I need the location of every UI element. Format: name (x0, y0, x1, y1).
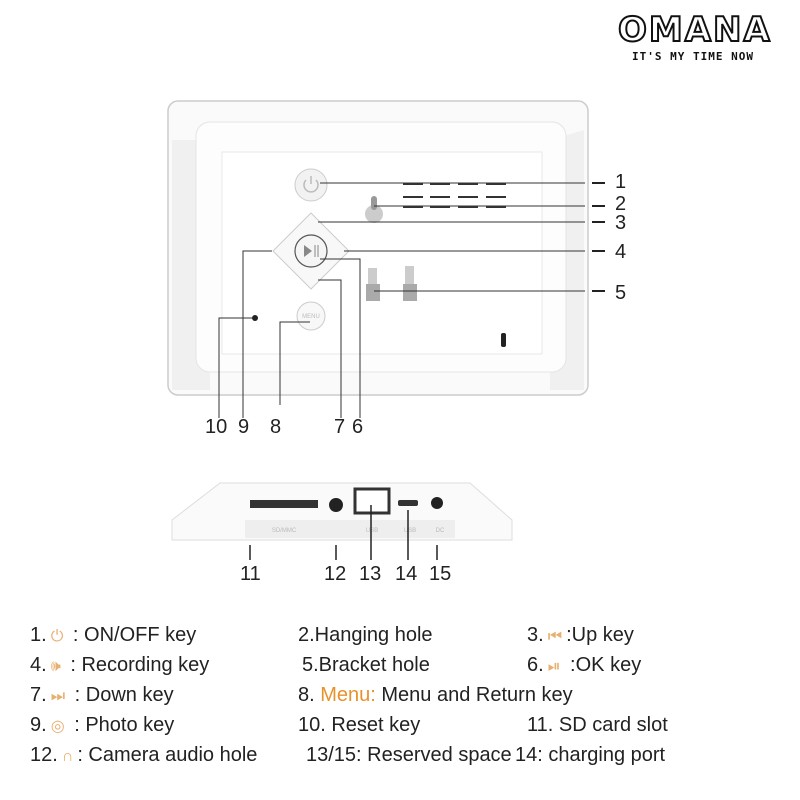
legend-label: 11. SD card slot (527, 714, 668, 736)
legend-label: 7. (30, 684, 47, 706)
photo-icon: ◎ (50, 718, 65, 735)
legend-text: Menu and Return key (375, 684, 573, 706)
usb2-print: USB (404, 528, 416, 534)
sd-print: SD/MMC (272, 528, 297, 534)
frame-side-view: SD/MMC USB USB DC (171, 482, 513, 560)
power-icon: ⏻ (50, 628, 64, 645)
dc-print: DC (436, 528, 445, 534)
callout-7: 7 (334, 416, 346, 438)
legend-item: 12.∩: Camera audio hole (30, 743, 257, 769)
power-button (294, 168, 328, 202)
menu-button (296, 301, 326, 331)
callout-10: 10 (205, 416, 228, 438)
legend-item: 7.⏭ : Down key (30, 683, 174, 709)
legend-item: 8. Menu: Menu and Return key (298, 683, 573, 707)
callout-8: 8 (270, 416, 282, 438)
legend-highlight: Menu: (320, 684, 376, 706)
legend-text: : ON/OFF key (67, 624, 197, 646)
menu-print: MENU (302, 314, 320, 320)
callout-9: 9 (238, 416, 250, 438)
callout-14: 14 (395, 563, 418, 585)
headphone-icon: ∩ (61, 748, 74, 765)
legend-label: 3. (527, 624, 544, 646)
callout-12: 12 (324, 563, 347, 585)
legend-item: 4.🕪 : Recording key (30, 653, 209, 679)
dc-jack (431, 497, 443, 509)
legend-item: 11. SD card slot (527, 713, 668, 737)
frame-back-view: MENU (167, 100, 605, 418)
usb-print: USB (366, 528, 378, 534)
callout-3: 3 (615, 212, 627, 234)
legend-label: 2.Hanging hole (298, 624, 433, 646)
legend-label: 12. (30, 744, 58, 766)
legend-label: 10. Reset key (298, 714, 421, 736)
callout-13: 13 (359, 563, 382, 585)
micro-usb-port (398, 500, 418, 506)
lock-slot (501, 333, 506, 347)
legend-label: 4. (30, 654, 47, 676)
callout-11: 11 (240, 563, 261, 585)
usb-port (353, 487, 391, 515)
legend-text: : Recording key (64, 654, 210, 676)
skip-forward-icon: ⏭ (50, 688, 66, 705)
callout-5: 5 (615, 282, 627, 304)
legend-label: 13/15: Reserved space (306, 744, 512, 766)
speaker-grille (403, 183, 506, 208)
callout-2: 2 (615, 193, 627, 215)
legend-label: 14: charging port (515, 744, 666, 766)
legend-label: 1. (30, 624, 47, 646)
legend-text: :OK key (564, 654, 642, 676)
legend-label: 6. (527, 654, 544, 676)
brand-tagline: IT'S MY TIME NOW (632, 50, 754, 63)
brand-name: OMANA (617, 10, 772, 50)
callout-1: 1 (615, 171, 627, 193)
sd-slot (250, 500, 318, 508)
legend-item: 14: charging port (515, 743, 665, 767)
legend-text: : Camera audio hole (77, 744, 258, 766)
legend-item: 6.⏯ :OK key (527, 653, 641, 679)
legend-label: 5.Bracket hole (302, 654, 430, 676)
legend-item: 2.Hanging hole (298, 623, 433, 647)
legend-text: :Up key (566, 624, 634, 646)
play-pause-icon: ⏯ (547, 658, 561, 675)
legend-item: 3.⏮:Up key (527, 623, 634, 649)
audio-jack (329, 498, 343, 512)
bracket-holes (366, 266, 417, 301)
legend-item: 13/15: Reserved space (306, 743, 512, 767)
callout-4: 4 (615, 241, 627, 263)
legend-label: 9. (30, 714, 47, 736)
legend-item: 10. Reset key (298, 713, 420, 737)
legend-label: 8. (298, 684, 321, 706)
reset-hole (252, 315, 258, 321)
callout-6: 6 (352, 416, 364, 438)
skip-back-icon: ⏮ (547, 628, 563, 645)
brand-logo: OMANA IT'S MY TIME NOW (617, 10, 772, 63)
legend-item: 9.◎ : Photo key (30, 713, 174, 739)
legend-item: 1.⏻ : ON/OFF key (30, 623, 196, 649)
microphone-icon: 🕪 (50, 658, 61, 675)
legend-item: 5.Bracket hole (302, 653, 430, 677)
legend-text: : Photo key (68, 714, 175, 736)
callout-15: 15 (429, 563, 452, 585)
legend-text: : Down key (69, 684, 174, 706)
